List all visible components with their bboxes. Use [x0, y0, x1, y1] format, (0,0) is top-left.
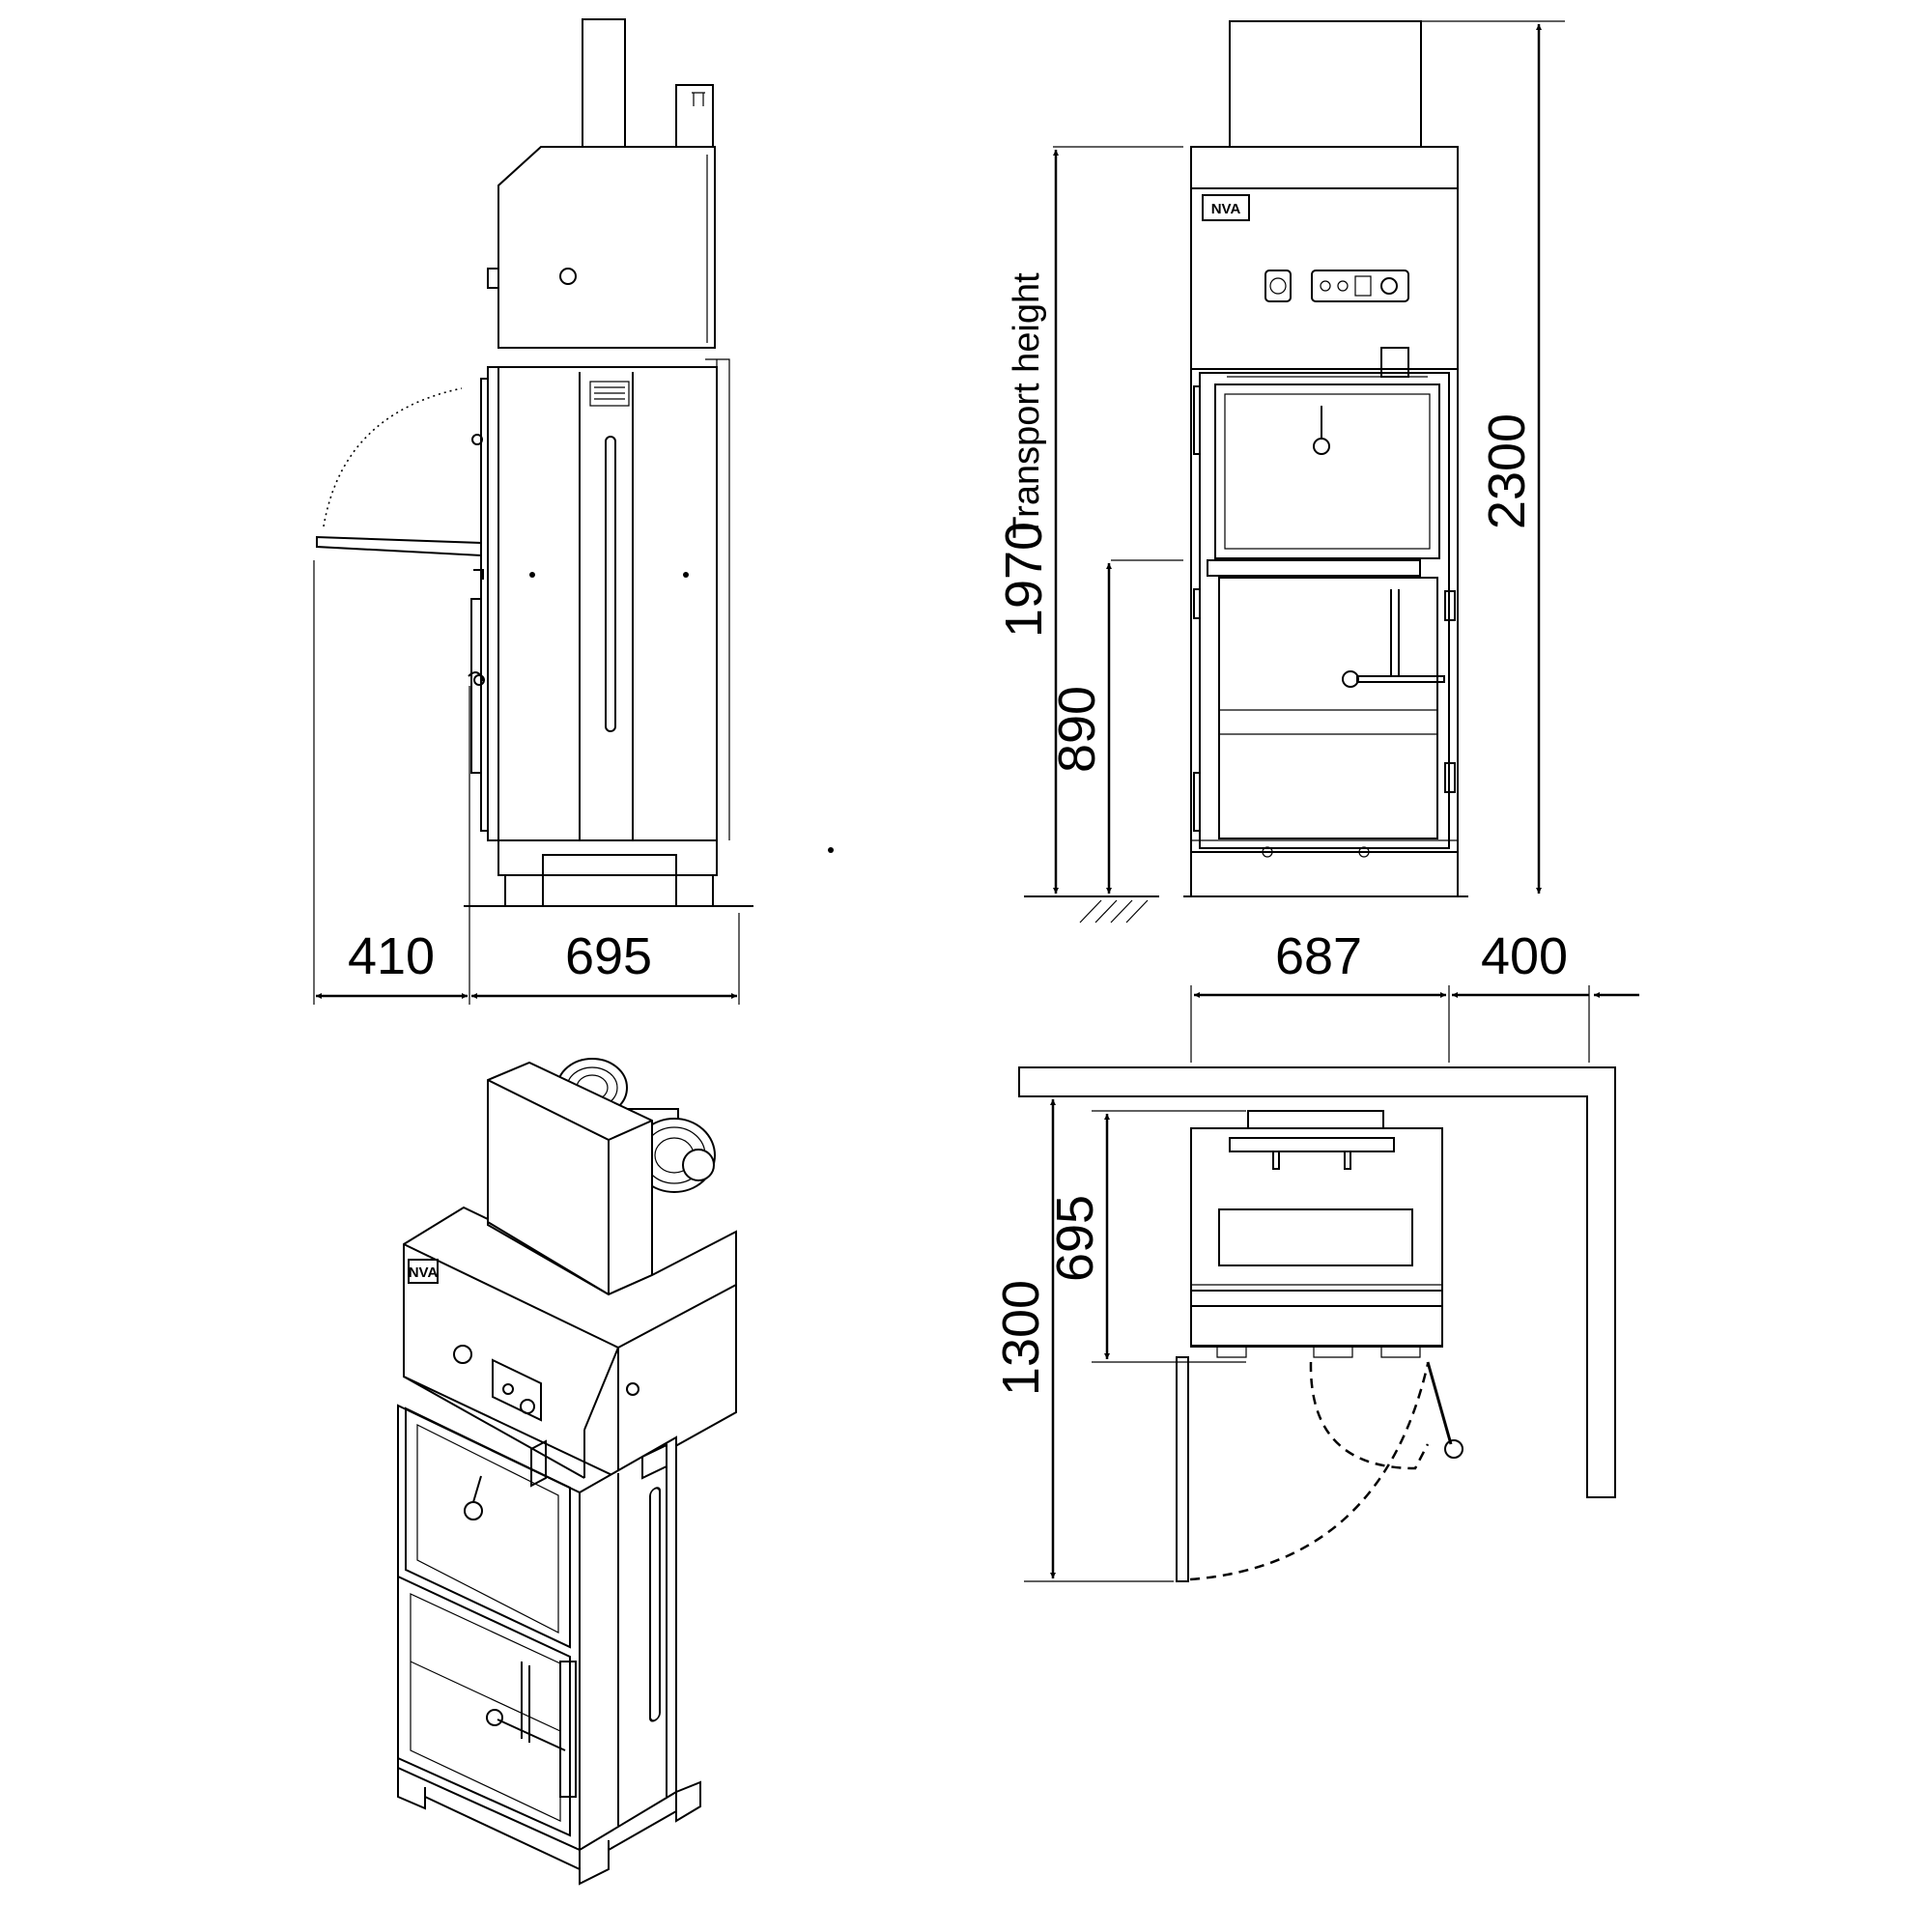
dim-top-depth: 695	[1046, 1195, 1104, 1282]
dim-side-depth: 695	[565, 927, 652, 985]
dim-total-height: 2300	[1478, 413, 1536, 529]
front-upper-knob-icon	[1313, 438, 1330, 455]
dim-depth-with-door: 1300	[992, 1280, 1050, 1396]
front-upper-door	[1214, 384, 1440, 559]
iso-handle-bar	[649, 1487, 661, 1722]
front-lower-door	[1218, 577, 1438, 839]
front-lower-knob-icon	[1342, 670, 1359, 688]
top-handle-swing-arc	[1309, 1361, 1430, 1470]
side-latch-icon	[468, 671, 484, 682]
top-machine-outline	[1190, 1127, 1443, 1347]
side-lamp-icon	[559, 268, 577, 285]
side-chimney	[582, 18, 626, 148]
svg-text:NVA: NVA	[409, 1264, 439, 1281]
iso-lower-door	[397, 1575, 571, 1837]
side-view: 410 695	[313, 18, 834, 1005]
svg-text:NVA: NVA	[1211, 201, 1241, 217]
dim-transport-height: 1970	[995, 522, 1053, 638]
side-door-swing-arc	[323, 387, 463, 527]
dim-loading-height: 890	[1048, 686, 1106, 773]
side-top-bracket	[675, 84, 714, 147]
iso-control-panel	[492, 1358, 542, 1422]
top-door-swing-arc	[1189, 1363, 1430, 1581]
dim-transport-label: Transport height	[1007, 272, 1047, 539]
side-label-plate	[589, 381, 630, 407]
iso-view: NVA	[397, 1058, 737, 1886]
side-handle-bar	[605, 436, 616, 732]
front-head	[1190, 146, 1459, 370]
iso-upper-door	[405, 1406, 571, 1649]
front-base	[1190, 851, 1459, 897]
top-view: 687 400 1300 695	[992, 927, 1639, 1582]
side-open-door	[316, 535, 482, 557]
front-brand-logo	[1202, 194, 1250, 221]
iso-brand-logo	[408, 1259, 439, 1284]
top-feed-opening	[1218, 1208, 1413, 1266]
ground-hatch-icon	[1079, 899, 1149, 923]
dim-door-clearance: 410	[348, 927, 435, 985]
dim-side-clearance: 400	[1481, 927, 1568, 985]
main-switch-icon	[1264, 270, 1292, 302]
iso-lower-knob-icon	[486, 1709, 503, 1726]
top-door-panel	[1176, 1356, 1189, 1582]
side-head-housing	[497, 146, 716, 349]
room-wall	[1018, 1066, 1616, 1498]
front-body	[1190, 368, 1459, 853]
iso-upper-knob-icon	[464, 1501, 483, 1520]
dim-top-width: 687	[1275, 927, 1362, 985]
iso-main-switch-icon	[453, 1345, 472, 1364]
front-chimney	[1229, 20, 1422, 148]
control-buttons-icon	[1311, 270, 1409, 302]
top-handle-knob-icon	[1444, 1439, 1463, 1459]
front-view: NVA	[995, 20, 1565, 923]
